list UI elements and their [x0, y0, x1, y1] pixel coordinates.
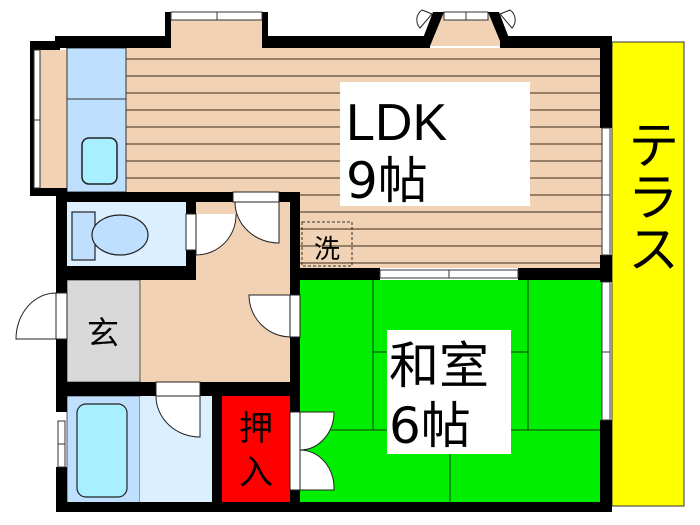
labels: LDK 9帖 和室 6帖 テラス 玄 押 入 — [87, 82, 678, 493]
bathroom — [66, 395, 141, 505]
genkan — [66, 279, 141, 383]
washitsu-label: 和室 — [389, 337, 489, 395]
bathtub-icon — [76, 403, 128, 498]
ldk-door — [234, 201, 280, 244]
doors — [15, 9, 516, 491]
sink-icon — [81, 137, 118, 185]
genkan-label: 玄 — [87, 314, 119, 352]
ldk-size-label: 9帖 — [346, 152, 428, 210]
oshiire-label-1: 押 — [239, 409, 273, 449]
toilet-door — [195, 213, 237, 256]
terrace — [611, 41, 685, 507]
toilet-bowl-icon — [91, 214, 149, 256]
oshiire-closet — [222, 396, 290, 504]
entrance-door — [15, 292, 57, 340]
toilet-room — [67, 202, 186, 266]
terrace-label: テラス — [618, 118, 678, 274]
ldk-label: LDK — [346, 94, 447, 152]
washitsu-size-label: 6帖 — [389, 397, 471, 455]
windows — [33, 11, 611, 468]
washitsu-door — [248, 294, 291, 338]
kitchen-counter — [40, 47, 127, 193]
oshiire-door-lower — [299, 449, 335, 491]
oshiire-label-2: 入 — [239, 453, 273, 493]
washroom-door — [155, 395, 201, 438]
laundry-space: 洗 — [301, 221, 353, 267]
laundry-label: 洗 — [314, 235, 340, 265]
